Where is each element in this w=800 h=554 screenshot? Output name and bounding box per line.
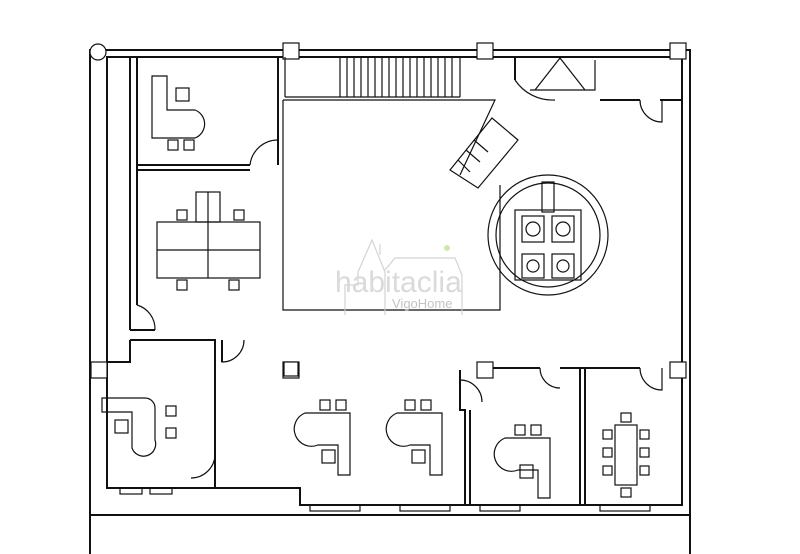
staircase xyxy=(339,57,453,97)
watermark-logo: habitaclia VigoHome xyxy=(335,238,463,315)
column xyxy=(89,43,107,61)
column xyxy=(90,361,108,379)
column xyxy=(282,42,300,60)
watermark-agency: VigoHome xyxy=(392,296,452,311)
column xyxy=(669,42,687,60)
column xyxy=(476,42,494,60)
elevator-core xyxy=(487,174,609,296)
column xyxy=(669,361,687,379)
exterior-walls xyxy=(89,42,691,554)
column xyxy=(476,361,494,379)
watermark-brand: habitaclia xyxy=(335,266,462,299)
interior-walls xyxy=(107,57,682,505)
secondary-stairs xyxy=(449,57,596,189)
furniture xyxy=(101,75,651,512)
